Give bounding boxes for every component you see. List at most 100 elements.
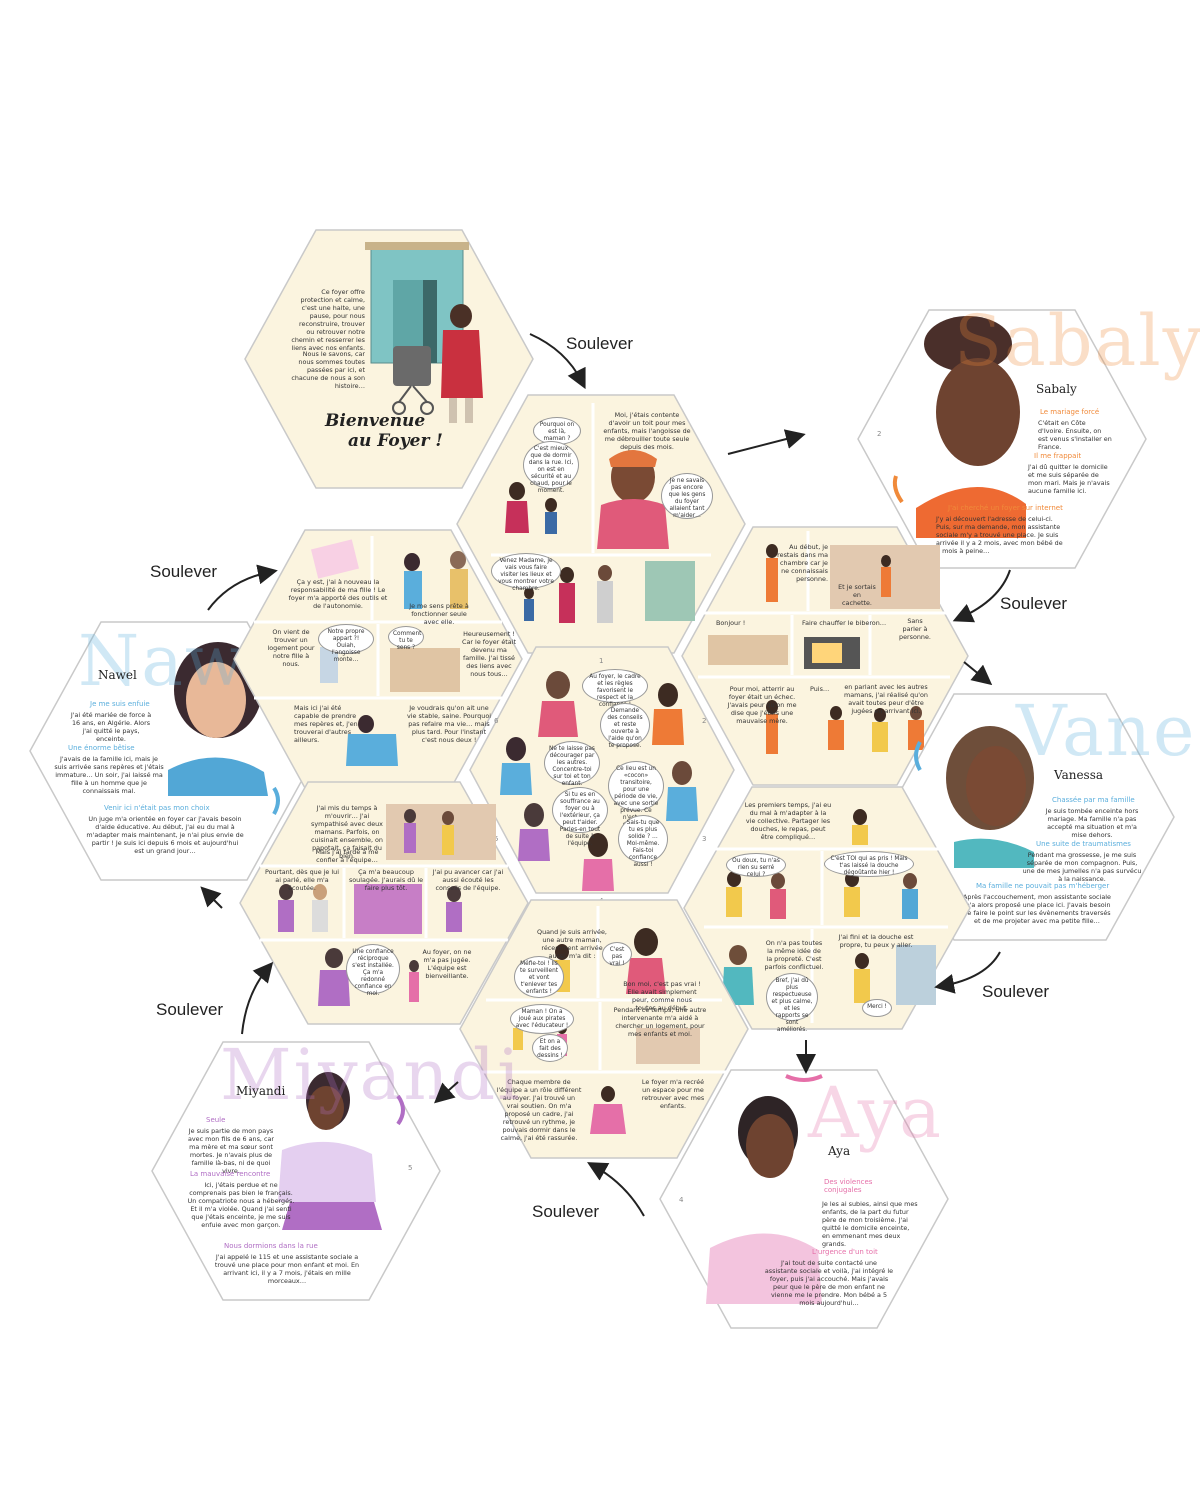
tile-comic-first-days: Au début, je restais dans ma chambre car… — [680, 525, 970, 787]
character-name: Vanessa — [1054, 768, 1104, 782]
caption: Heureusement ! Car le foyer était devenu… — [462, 630, 516, 678]
bubble: Au foyer, le cadre et les règles favoris… — [582, 669, 648, 708]
tile-aya: Aya Aya 4 Des violences conjugales Je le… — [658, 1068, 950, 1330]
text: Un juge m'a orientée en foyer car j'avai… — [86, 815, 244, 855]
text: Pendant ma grossesse, je me suis séparée… — [1022, 851, 1142, 883]
caption: Puis… — [810, 685, 830, 693]
caption: Ça y est, j'ai à nouveau la responsabili… — [288, 578, 388, 610]
hex-outline — [659, 1069, 949, 1329]
bubble: Maman ! On a joué aux pirates avec l'édu… — [510, 1004, 574, 1034]
heading: Une énorme bêtise — [68, 744, 135, 752]
caption: Pendant ce temps, une autre intervenante… — [613, 1006, 707, 1038]
tile-comic-arrival: Pourquoi on est là, maman ? C'est mieux … — [455, 393, 747, 655]
heading: Le mariage forcé — [1040, 408, 1100, 416]
heading: La mauvaise rencontre — [190, 1170, 271, 1178]
soulever-label: Soulever — [566, 334, 634, 353]
tile-number: 2 — [877, 430, 882, 438]
heading: Nous dormions dans la rue — [224, 1242, 318, 1250]
bubble: Une confiance réciproque s'est installée… — [346, 944, 400, 997]
caption: Au foyer, on ne m'a pas jugée. L'équipe … — [422, 948, 472, 980]
welcome-intro: Ce foyer offre protection et calme, c'es… — [291, 288, 365, 352]
soulever-label: Soulever — [150, 562, 218, 581]
bubble: Ce lieu est un «cocon» transitoire, pour… — [608, 761, 664, 828]
caption: Les premiers temps, j'ai eu du mal à m'a… — [744, 801, 832, 841]
hex-outline — [469, 646, 735, 894]
soulever-label: Soulever — [156, 1000, 224, 1019]
bubble: Notre propre appart ?! Ouiah, l'angoisse… — [318, 624, 374, 663]
bubble: Sais-tu que tu es plus solide ? … Moi-mê… — [618, 815, 668, 868]
caption: J'ai mis du temps à m'ouvrir… J'ai sympa… — [311, 804, 383, 860]
text: J'ai tout de suite contacté une assistan… — [764, 1259, 894, 1307]
caption: On vient de trouver un logement pour not… — [267, 628, 315, 668]
heading: Venir ici n'était pas mon choix — [104, 804, 210, 812]
bubble: Venez Madame, je vais vous faire visiter… — [491, 553, 561, 592]
character-name: Sabaly — [1036, 382, 1077, 396]
caption: Le foyer m'a recréé un espace pour me re… — [641, 1078, 705, 1110]
hex-outline — [233, 529, 523, 789]
watermark: Vane — [1016, 690, 1197, 772]
hex-outline — [151, 1041, 441, 1301]
caption: Faire chauffer le biberon… — [802, 619, 887, 627]
soulever-label: Soulever — [982, 982, 1050, 1001]
bubble: Pourquoi on est là, maman ? — [533, 417, 581, 445]
text: J'y ai découvert l'adresse de celui-ci. … — [936, 515, 1063, 555]
tile-miyandi: Miyandi Miyandi 5 Seule Je suis partie d… — [150, 1034, 520, 1302]
tile-welcome: Ce foyer offre protection et calme, c'es… — [243, 228, 535, 490]
heading: Je me suis enfuie — [90, 700, 150, 708]
text: J'ai été mariée de force à 16 ans, en Al… — [70, 711, 152, 743]
bubble: Et on a fait des dessins ! — [532, 1034, 568, 1062]
text: J'ai dû quitter le domicile et me suis s… — [1028, 463, 1110, 495]
welcome-title-line2: au Foyer ! — [348, 431, 443, 451]
heading: Une suite de traumatismes — [1036, 840, 1131, 848]
bubble: Si tu es en souffrance au foyer ou à l'e… — [552, 787, 608, 847]
tile-number: 4 — [679, 1196, 684, 1204]
tile-comic-team: Quand je suis arrivée, une autre maman, … — [458, 898, 750, 1160]
welcome-title-line1: Bienvenue — [325, 411, 426, 431]
bubble: Demande des conseils et reste ouverte à … — [600, 703, 650, 749]
text: Je les ai subies, ainsi que mes enfants,… — [822, 1200, 918, 1248]
text: J'ai appelé le 115 et une assistante soc… — [214, 1253, 360, 1285]
caption: Chaque membre de l'équipe a un rôle diff… — [496, 1078, 582, 1142]
soulever-label: Soulever — [532, 1202, 600, 1221]
bubble: Je ne savais pas encore que les gens du … — [661, 473, 713, 519]
text: Je suis partie de mon pays avec mon fils… — [187, 1127, 275, 1175]
caption: Mais j'ai tardé à me confier à l'équipe… — [315, 848, 379, 864]
caption: Je me sens prête à fonctionner seule ave… — [409, 602, 469, 626]
caption: J'ai pu avancer car j'ai aussi écouté le… — [432, 868, 504, 892]
heading: Ma famille ne pouvait pas m'héberger — [976, 882, 1110, 890]
arrow — [200, 886, 223, 909]
tile-comic-collective-life: Les premiers temps, j'ai eu du mal à m'a… — [682, 785, 972, 1033]
caption: Et je sortais en cachette. — [838, 583, 876, 607]
tile-number: 5 — [408, 1164, 413, 1172]
hex-outline — [885, 693, 1175, 941]
tile-comic-rules: 1 2 3 4 5 6 Au foyer, le cadre et les rè… — [468, 645, 736, 905]
heading: Des violences conjugales — [824, 1178, 873, 1194]
text: J'avais de la famille ici, mais je suis … — [54, 755, 164, 795]
welcome-intro-2: Nous le savons, car nous sommes toutes p… — [291, 350, 365, 390]
arrow — [587, 1162, 645, 1217]
caption: Au début, je restais dans ma chambre car… — [777, 543, 828, 583]
hex-outline — [239, 781, 529, 1025]
heading: Seule — [206, 1116, 226, 1124]
character-name: Miyandi — [236, 1084, 286, 1098]
caption: Pourtant, dès que je lui ai parlé, elle … — [264, 868, 339, 892]
tile-sabaly: Sabaly Sabaly 2 Le mariage forcé C'était… — [856, 300, 1200, 570]
character-name: Aya — [828, 1144, 851, 1158]
tile-number: 2 — [702, 717, 707, 725]
bubble: Merci ! — [862, 999, 892, 1017]
tile-comic-leaving: Ça y est, j'ai à nouveau la responsabili… — [232, 528, 524, 790]
tile-number: 1 — [599, 657, 604, 665]
character-name: Nawel — [98, 668, 137, 682]
hex-outline — [681, 526, 969, 786]
heading: Chassée par ma famille — [1052, 796, 1135, 804]
caption: J'ai fini et la douche est propre, tu pe… — [838, 933, 914, 949]
watermark: Aya — [808, 1072, 943, 1154]
bubble: Ou doux, tu n'as rien su serré celui ? — [726, 853, 786, 878]
caption: Quand je suis arrivée, une autre maman, … — [537, 928, 607, 960]
bubble: C'est pas vrai ! — [602, 942, 632, 967]
tile-number: 6 — [494, 717, 499, 725]
caption: Mais ici j'ai été capable de prendre mes… — [294, 704, 358, 744]
caption: Moi, j'étais contente d'avoir un toit po… — [603, 411, 691, 451]
tile-comic-trust: J'ai mis du temps à m'ouvrir… J'ai sympa… — [238, 780, 530, 1026]
soulever-label: Soulever — [1000, 594, 1068, 613]
